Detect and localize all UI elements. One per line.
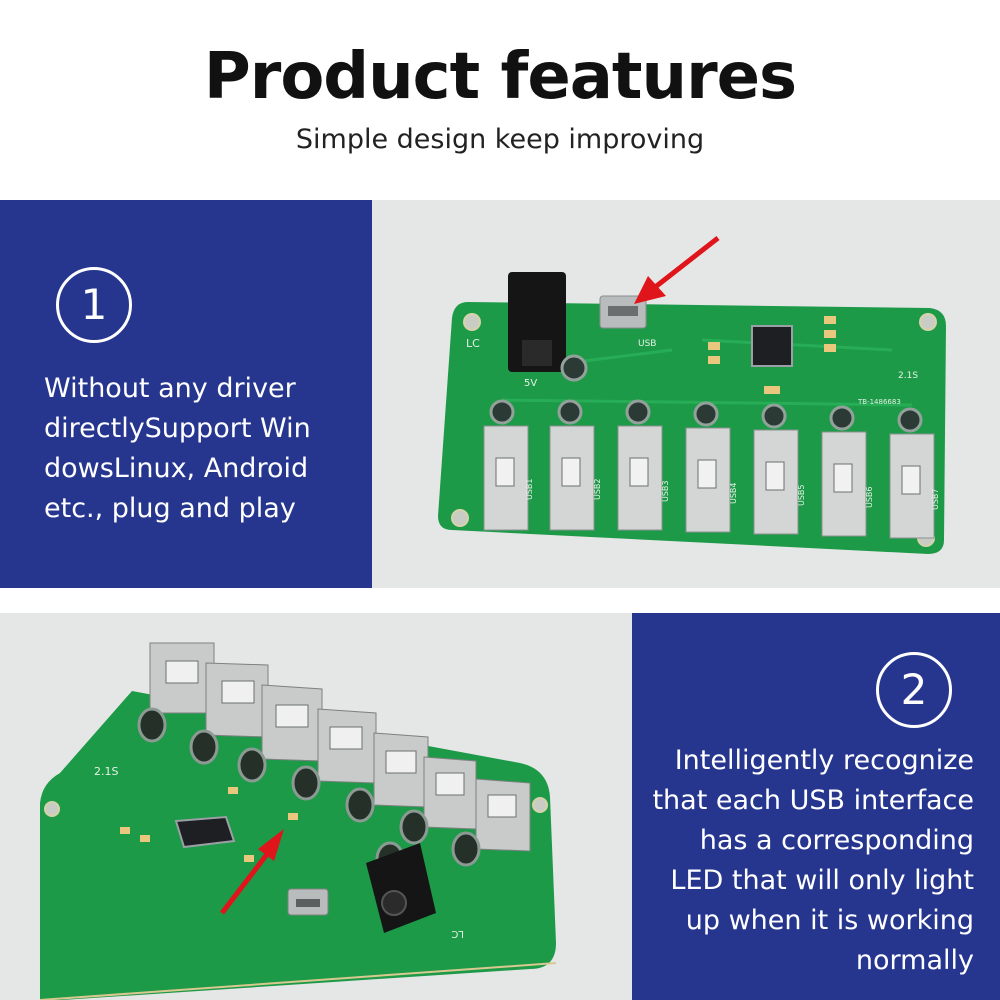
usb-port: [317, 708, 377, 784]
feature-2-description: Intelligently recognize that each USB in…: [634, 741, 974, 981]
capacitor: [560, 354, 588, 382]
hub-controller-chip: [751, 325, 793, 367]
hub-controller-chip: [174, 815, 236, 849]
red-arrow-icon: [220, 829, 284, 915]
page-subtitle: Simple design keep improving: [295, 124, 705, 155]
feature-1-panel: 1 Without any driver directlySupport Win…: [0, 200, 372, 588]
usb-port: [261, 684, 323, 762]
usb-label: USB: [638, 339, 656, 349]
serial-code: TB-1486683: [857, 398, 901, 406]
usb-port: [753, 403, 799, 535]
usb-port-label: USB3: [661, 480, 670, 502]
usb-port: [149, 642, 215, 714]
mount-hole: [532, 797, 548, 813]
usb-port-label: USB4: [729, 482, 738, 504]
red-arrow-icon: [634, 236, 720, 304]
usb-port-label: USB7: [931, 488, 940, 510]
usb-port-label: USB2: [593, 478, 602, 500]
usb-port: [617, 399, 663, 531]
usb-port: [685, 401, 731, 533]
usb-port-row: [483, 399, 935, 539]
usb-port-label: USB6: [865, 486, 874, 508]
usb-port: [423, 756, 477, 830]
power-label: 5V: [524, 378, 537, 389]
brand-mark: LC: [451, 928, 464, 939]
feature-2-line: normally: [855, 945, 974, 976]
feature-2-line: LED that will only light: [670, 865, 974, 896]
feature-2-line: that each USB interface: [652, 785, 974, 816]
feature-1-line: dowsLinux, Android: [44, 453, 309, 484]
feature-1-line: Without any driver: [44, 373, 296, 404]
feature-1-line: etc., plug and play: [44, 493, 296, 524]
usb-port: [205, 662, 269, 738]
feature-1-number-badge: 1: [56, 267, 132, 343]
usb-port-row: [149, 642, 531, 852]
mount-hole: [463, 313, 481, 331]
board-photo-angled: 2.1S LC: [0, 613, 632, 1000]
feature-1-line: directlySupport Win: [44, 413, 311, 444]
board-photo-top: LC 5V USB TB-1486683 2.1S USB1 USB2 USB3…: [372, 200, 1000, 588]
usb-port: [821, 405, 867, 537]
usb-port: [483, 399, 529, 531]
mount-hole: [451, 509, 469, 527]
usb-port: [549, 399, 595, 531]
feature-2-line: Intelligently recognize: [674, 745, 974, 776]
usb-port: [889, 407, 935, 539]
version-mark: 2.1S: [94, 765, 118, 778]
feature-2-line: up when it is working: [685, 905, 974, 936]
page-title: Product features: [203, 40, 797, 114]
usb-port-label: USB5: [797, 484, 806, 506]
usb-hub-board-angled-view: 2.1S LC: [39, 642, 557, 1000]
header-section: Product features Simple design keep impr…: [0, 0, 1000, 200]
usb-port: [373, 732, 429, 808]
mount-hole: [919, 313, 937, 331]
feature-2-line: has a corresponding: [699, 825, 974, 856]
feature-2-panel: 2 Intelligently recognize that each USB …: [632, 613, 1000, 1000]
version-mark: 2.1S: [898, 371, 918, 381]
mount-hole: [44, 801, 60, 817]
usb-port: [475, 778, 531, 852]
feature-1-description: Without any driver directlySupport Win d…: [44, 369, 311, 529]
feature-2-number-badge: 2: [876, 652, 952, 728]
brand-mark: LC: [466, 337, 480, 350]
usb-port-label: USB1: [525, 478, 534, 500]
usb-hub-board-top-view: LC 5V USB TB-1486683 2.1S USB1 USB2 USB3…: [438, 236, 946, 554]
